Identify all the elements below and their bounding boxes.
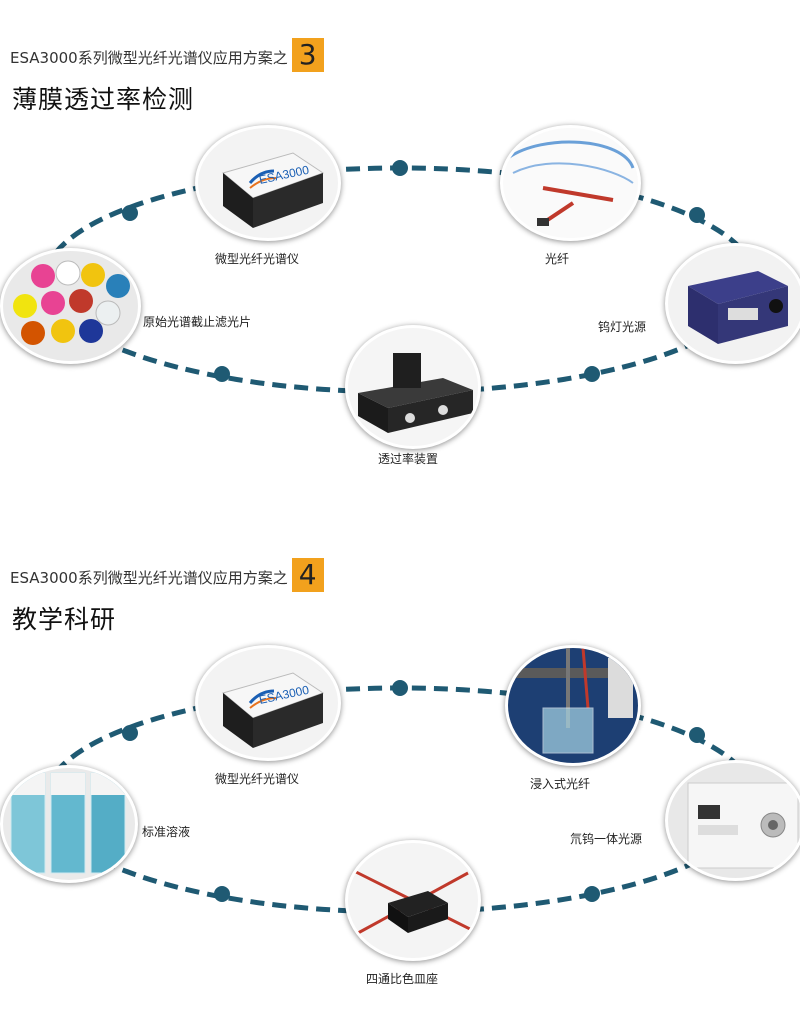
item-label: 四通比色皿座	[366, 972, 439, 986]
ring-dot	[122, 205, 138, 221]
item-label: 微型光纤光谱仪	[215, 252, 300, 266]
item-label: 微型光纤光谱仪	[215, 772, 300, 786]
heading-text: ESA3000系列微型光纤光谱仪应用方案之	[10, 49, 288, 67]
optical-fiber-image	[500, 125, 641, 241]
section-number-badge: 3	[291, 38, 324, 72]
item-label: 光纤	[545, 252, 570, 266]
section-title: 薄膜透过率检测	[12, 85, 195, 114]
ring-dot	[689, 207, 705, 223]
deuterium-tungsten-source-image	[665, 760, 800, 881]
transmittance-device-image	[345, 325, 481, 449]
heading-text: ESA3000系列微型光纤光谱仪应用方案之	[10, 569, 288, 587]
ring-dot	[689, 727, 705, 743]
section-heading: ESA3000系列微型光纤光谱仪应用方案之 3	[10, 38, 324, 72]
ring-dot	[122, 725, 138, 741]
ring-dot	[392, 160, 408, 176]
cuvette-holder-image	[345, 840, 481, 961]
item-label: 浸入式光纤	[530, 777, 591, 791]
ring-dot	[584, 886, 600, 902]
ring-dot	[214, 886, 230, 902]
section-title: 教学科研	[12, 605, 117, 634]
tungsten-lamp-image	[665, 243, 800, 364]
item-label: 氘钨一体光源	[570, 832, 643, 846]
section-number-badge: 4	[291, 558, 324, 592]
item-label: 透过率装置	[378, 452, 439, 466]
item-label: 标准溶液	[142, 825, 191, 839]
item-label: 原始光谱截止滤光片	[143, 315, 252, 329]
standard-solution-image	[0, 765, 138, 883]
cutoff-filters-image	[0, 248, 141, 364]
solution-section-4: ESA3000系列微型光纤光谱仪应用方案之 4 教学科研 ESA3000 微型光…	[0, 520, 800, 1020]
solution-section-3: ESA3000系列微型光纤光谱仪应用方案之 3 薄膜透过率检测 ESA3000 …	[0, 0, 800, 500]
spectrometer-image: ESA3000	[195, 125, 341, 241]
section-heading: ESA3000系列微型光纤光谱仪应用方案之 4	[10, 558, 324, 592]
ring-dot	[584, 366, 600, 382]
item-label: 钨灯光源	[598, 320, 647, 334]
ring-dot	[214, 366, 230, 382]
ring-dot	[392, 680, 408, 696]
spectrometer-image: ESA3000	[195, 645, 341, 761]
immersion-fiber-image	[505, 645, 641, 766]
